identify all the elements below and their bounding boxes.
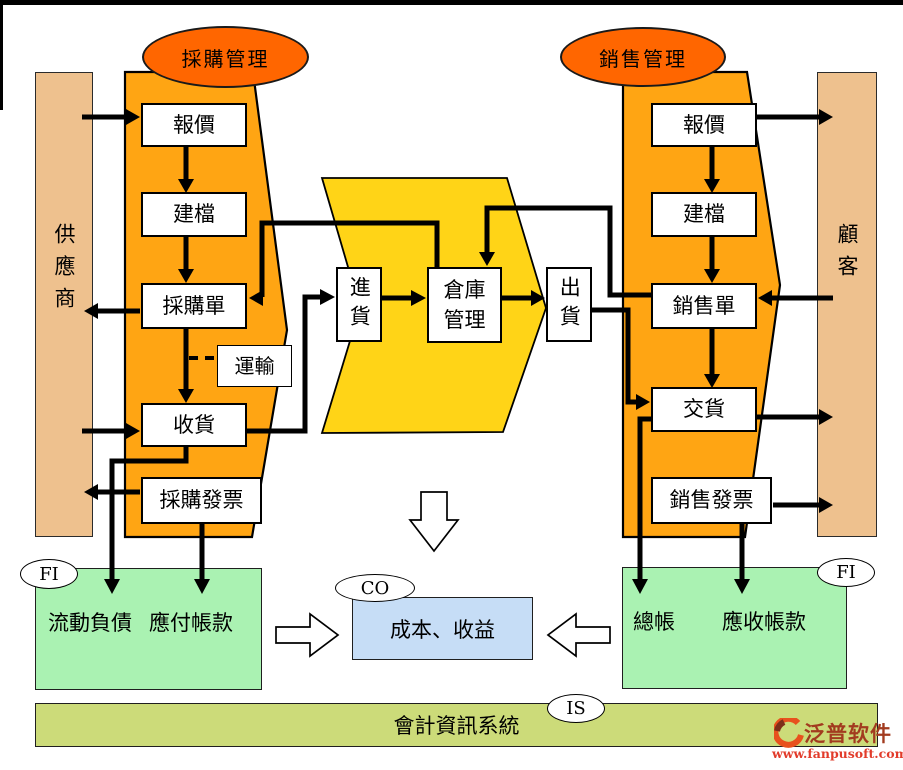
arrow-delivery-to-ledger	[637, 416, 651, 579]
goods-receipt-box: 收貨	[141, 403, 247, 447]
block-arrow-right	[275, 612, 340, 658]
top-border	[0, 0, 903, 5]
sales-invoice-box: 銷售發票	[651, 477, 772, 524]
fi-payables-panel: 流動負債 應付帳款	[35, 568, 262, 690]
head-customer-to-so	[758, 290, 772, 306]
inbound-label: 進貨	[347, 275, 372, 334]
sales-order-box: 銷售單	[651, 283, 757, 329]
transport-box: 運輸	[217, 345, 292, 387]
customer-label: 顧客	[835, 223, 859, 287]
head-warehouse-to-outbound	[531, 290, 545, 306]
purchase-record-box: 建檔	[141, 192, 247, 237]
fi-receivables-panel: 總帳 應收帳款	[622, 567, 847, 689]
logo-crescent	[774, 719, 786, 732]
purchase-title-ellipse: 採購管理	[142, 26, 309, 88]
sales-record-box: 建檔	[651, 192, 757, 237]
head-so-to-warehouse	[479, 252, 495, 266]
fanpu-logo-icon	[774, 718, 804, 748]
head-inbound-to-warehouse	[411, 290, 426, 306]
co-ellipse: CO	[335, 574, 415, 602]
head-so-to-delivery	[704, 374, 720, 388]
sales-quote-box: 報價	[651, 103, 757, 147]
arrow-outbound-to-delivery	[592, 307, 636, 405]
block-arrow-down	[408, 491, 460, 553]
watermark: 泛普软件 www.fanpusoft.com	[772, 718, 903, 764]
head-quote-to-record-r	[704, 179, 720, 193]
supplier-label: 供應商	[52, 223, 76, 319]
accounts-receivable-label: 應收帳款	[722, 610, 806, 634]
head-supplier-to-receipt	[126, 423, 140, 439]
supplier-bar: 供應商	[35, 72, 93, 537]
head-quote-to-record-l	[178, 179, 194, 193]
outbound-label: 出貨	[557, 275, 582, 334]
head-warehouse-to-po	[249, 290, 263, 306]
head-record-to-so	[704, 269, 720, 283]
current-liabilities-label: 流動負債	[48, 611, 132, 635]
outbound-box: 出貨	[546, 267, 592, 342]
head-receipt-to-inbound	[320, 289, 335, 305]
accounts-payable-label: 應付帳款	[149, 611, 233, 635]
watermark-url: www.fanpusoft.com	[772, 746, 903, 761]
logo-swirl	[774, 718, 804, 748]
sales-title-ellipse: 銷售管理	[560, 27, 726, 87]
head-po-to-receipt	[178, 389, 194, 403]
left-border	[0, 0, 3, 110]
purchase-invoice-box: 採購發票	[141, 477, 262, 524]
watermark-brand: 泛普软件	[804, 721, 892, 746]
is-ellipse: IS	[547, 694, 605, 723]
inbound-box: 進貨	[336, 267, 382, 342]
delivery-box: 交貨	[651, 387, 757, 432]
purchase-quote-box: 報價	[141, 103, 247, 147]
cost-revenue-panel: 成本、收益	[352, 597, 533, 660]
warehouse-box: 倉庫管理	[427, 267, 502, 343]
customer-bar: 顧客	[817, 72, 877, 537]
general-ledger-label: 總帳	[633, 610, 675, 634]
head-outbound-to-delivery	[636, 394, 650, 410]
purchase-order-box: 採購單	[141, 283, 247, 329]
block-arrow-left	[546, 612, 611, 658]
head-record-to-po	[178, 269, 194, 283]
fi-left-ellipse: FI	[20, 559, 78, 589]
accounting-system-bar: 會計資訊系統	[35, 703, 878, 747]
head-supplier-to-quote	[126, 109, 140, 125]
fi-right-ellipse: FI	[817, 558, 875, 587]
